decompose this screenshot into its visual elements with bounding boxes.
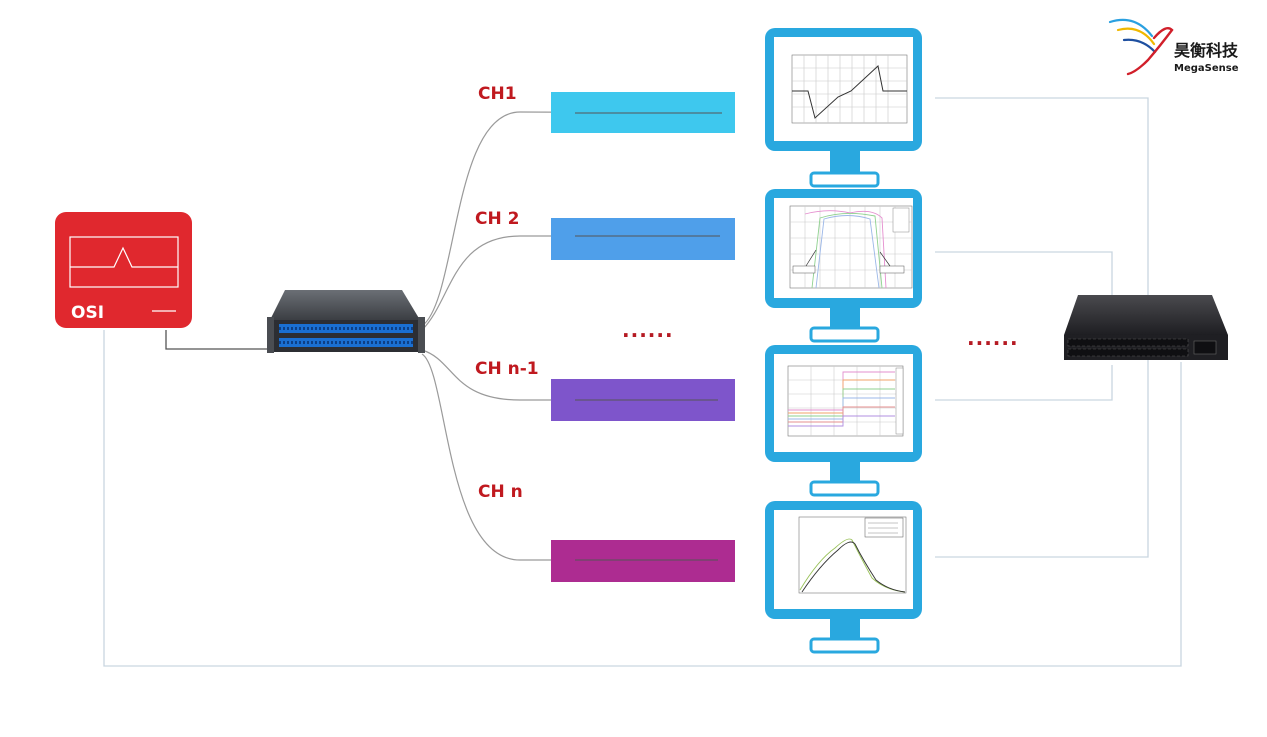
monitor-4-plot [798,516,907,594]
monitor-1-trace [792,65,907,119]
channel-ellipsis: ...... [622,318,674,342]
channel-label-n: CH n [478,482,523,502]
fiber-to-ch2 [421,235,720,331]
osi-to-chassis-line [165,330,276,350]
monitor-screen-3 [774,354,913,452]
monitor-2 [765,189,922,343]
chassis-port-row-1 [279,324,413,333]
monitor-3 [765,345,922,497]
monitor-4-trace-a [799,538,906,593]
logo-english-name: MegaSense [1174,63,1239,74]
channel-label-1: CH1 [478,84,517,104]
monitor-1 [765,28,922,188]
monitor-base-2 [809,326,880,343]
monitor-1-plot [791,54,908,124]
monitor-3-traces [788,371,895,427]
monitor-2-trace-c [815,215,880,289]
monitor-4-trace-b [801,541,906,593]
monitor-2-legend [892,207,910,233]
osi-to-switch-loop-line [103,330,1182,667]
osi-body [55,212,192,328]
monitor-2-trace-b [811,213,883,289]
osi-analyzer: OSI [55,212,192,328]
megasense-logo: 昊衡科技 MegaSense [1108,18,1239,76]
monitor-4-legend [864,517,904,538]
switch-uplink-ports [1193,340,1217,355]
channel-bar-n [551,540,735,582]
chassis-ear-right [418,317,425,353]
bird-logo-icon [1108,18,1174,76]
chassis-ear-left [267,317,274,353]
fiber-to-ch1 [421,111,723,327]
osi-label: OSI [71,303,104,323]
osi-screen [69,236,179,288]
monitor3-to-switch-line [935,365,1113,401]
optical-switch-chassis [267,290,425,353]
channel-label-2: CH 2 [475,209,519,229]
fiber-to-chn1 [421,349,718,401]
network-switch [1064,295,1228,360]
monitor-base-3 [809,480,880,497]
monitor-screen-2 [774,198,913,298]
monitor-base-4 [809,637,880,654]
chassis-top [270,290,420,320]
switch-ellipsis: ...... [967,326,1019,350]
monitor-base-1 [809,171,880,188]
switch-port-row-1 [1067,338,1189,347]
switch-top [1064,295,1228,335]
monitor-3-legend [895,367,904,435]
fiber-curves [421,111,723,561]
connection-lines [103,97,1182,667]
monitor-4 [765,501,922,654]
monitor-screen-1 [774,37,913,141]
channel-label-n-minus-1: CH n-1 [475,359,539,379]
fiber-to-chn [421,353,718,561]
logo-chinese-name: 昊衡科技 [1174,41,1239,60]
monitor2-to-switch-line [935,251,1113,295]
switch-port-row-2 [1067,348,1189,357]
channel-bar-2 [551,218,735,260]
osi-peak-trace [70,246,178,268]
chassis-port-row-2 [279,338,413,347]
